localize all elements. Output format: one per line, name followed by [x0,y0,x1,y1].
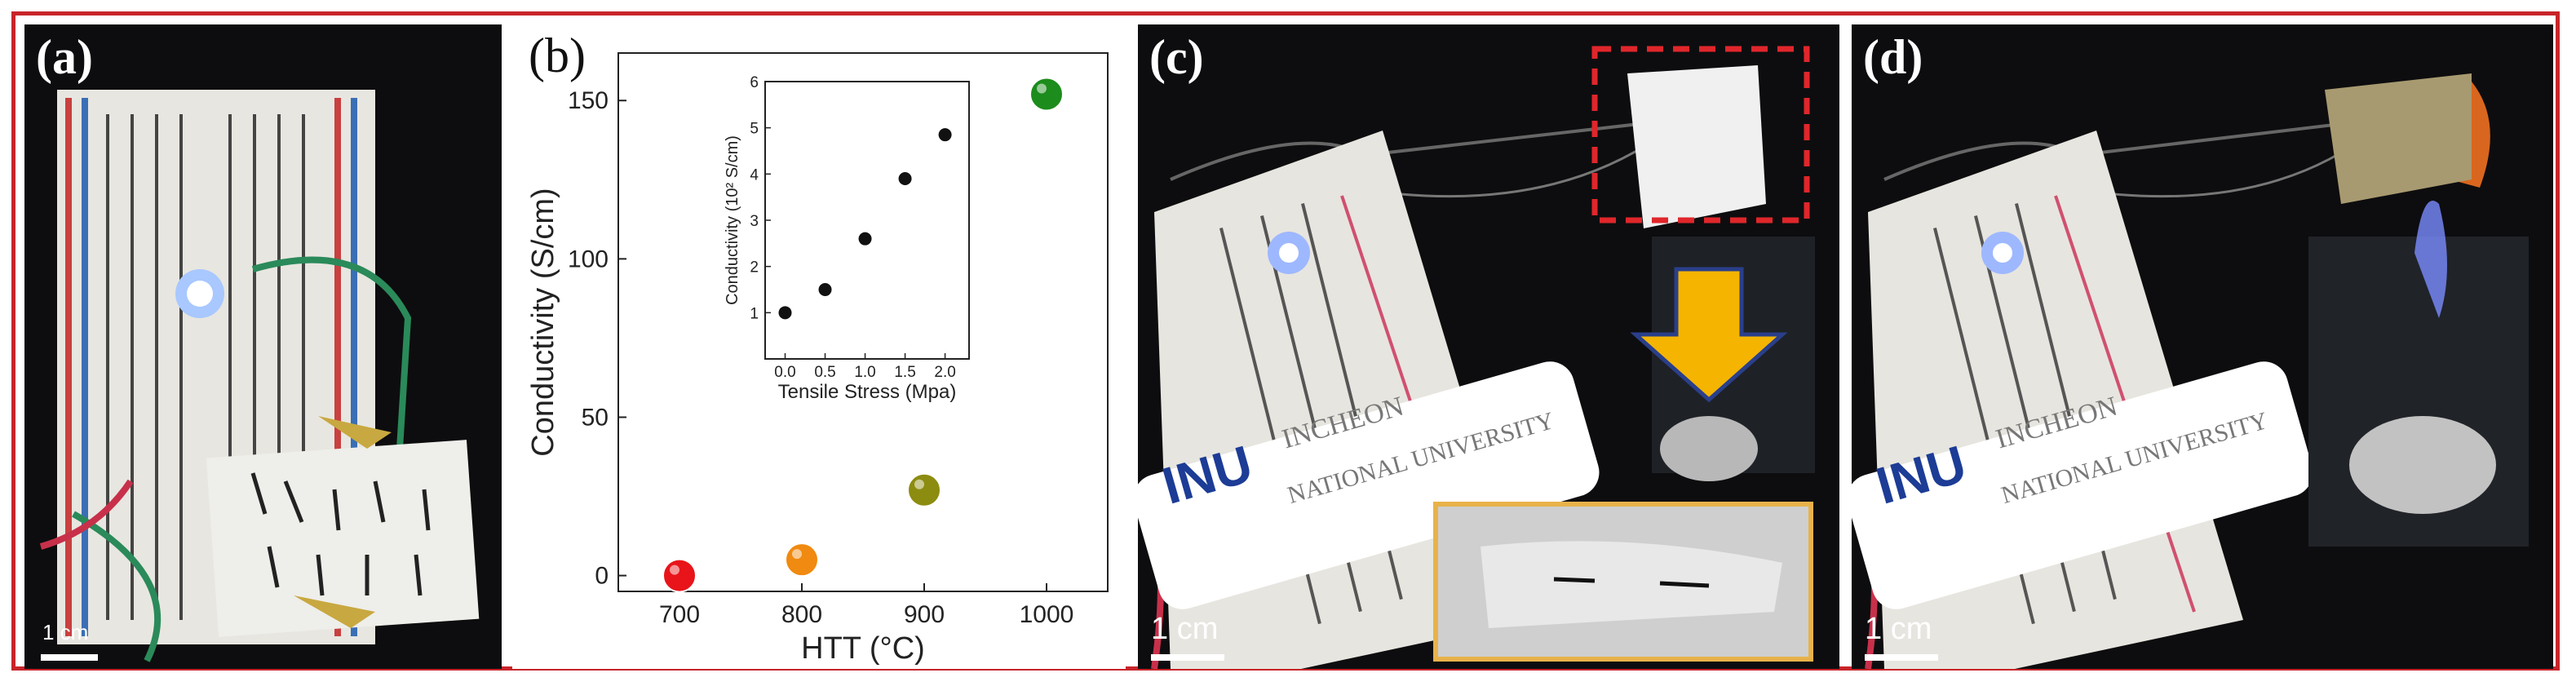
inset-y-tick-label: 4 [750,166,759,184]
inset-data-point-2 [858,232,872,246]
panel-c-scale-bar: 1 cm [1151,612,1249,661]
inset-y-tick-label: 2 [750,259,759,277]
inset-x-tick-label: 2.0 [934,364,955,381]
main-y-tick-label: 150 [568,87,609,114]
inset-data-point-3 [898,172,912,185]
inset-data-point-4 [938,128,952,142]
main-x-tick-label: 1000 [1020,601,1074,628]
panel-d-scale-text: 1 cm [1865,612,1932,646]
inset-x-tick-label: 0.0 [774,364,795,381]
main-data-point-3 [1029,77,1064,112]
inset-y-tick-label: 5 [750,121,759,138]
main-data-point-1 [785,542,819,578]
inset-y-tick-label: 3 [750,213,759,230]
panel-a-scale-text: 1 cm [42,620,89,644]
inset-y-tick-label: 1 [750,305,759,322]
panel-a-scale-bar: 1 cm [41,620,106,661]
main-data-point-highlight-2 [914,479,924,489]
main-plot-frame [617,52,1109,592]
panel-d-photo: INU INCHEON NATIONAL UNIVERSITY (d) 1 cm [1852,24,2553,669]
panel-d-scale-bar: 1 cm [1865,612,1963,661]
inset-data-point-1 [818,283,832,296]
breadboard-burning-setup-illustration [1852,73,2529,669]
main-y-tick-label: 0 [595,563,609,590]
main-x-tick-label: 800 [781,601,822,628]
inset-x-tick-label: 1.0 [854,364,875,381]
main-data-point-highlight-1 [792,549,802,560]
main-y-tick-label: 100 [568,246,609,272]
main-data-point-highlight-3 [1037,83,1047,94]
main-x-axis-label: HTT (°C) [801,631,925,666]
panel-a-label: (a) [36,30,93,84]
inset-x-tick-label: 0.5 [814,364,835,381]
main-data-point-0 [662,558,697,593]
main-x-tick-label: 700 [659,601,700,628]
inset-plot-frame [764,81,970,360]
breadboard-flame-setup-illustration [1138,46,1815,669]
inset-y-tick-label: 6 [750,74,759,91]
inset-x-tick-label: 1.5 [894,364,915,381]
panel-c-photo: INU INCHEON NATIONAL UNIVERSITY (c) 1 cm [1138,24,1839,669]
main-y-axis-label: Conductivity (S/cm) [526,188,560,456]
panel-a-photo: (a) 1 cm [24,24,502,669]
panel-d-label: (d) [1863,30,1923,84]
main-data-point-2 [907,472,941,507]
inset-y-axis-label: Conductivity (10² S/cm) [724,135,741,305]
panel-c-label: (c) [1149,30,1204,84]
main-y-tick-label: 50 [582,404,609,431]
breadboard-circuit-illustration [39,90,480,662]
inset-data-point-0 [778,306,792,320]
main-x-tick-label: 900 [904,601,945,628]
inset-x-axis-label: Tensile Stress (Mpa) [778,381,957,403]
panel-b-label: (b) [529,29,586,82]
panel-c-scale-text: 1 cm [1151,612,1219,646]
main-data-point-highlight-0 [670,564,679,575]
